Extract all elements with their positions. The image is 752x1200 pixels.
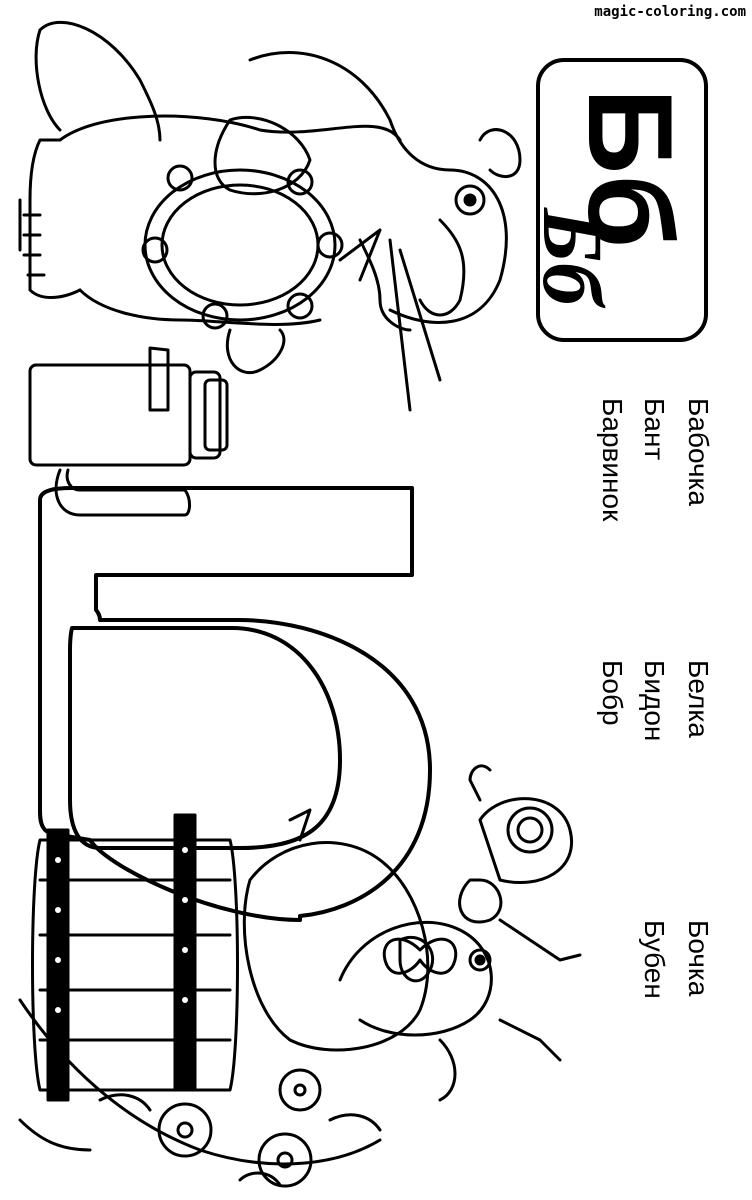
word-bant: Бант [639,398,670,461]
butterfly-icon [458,764,573,924]
word-bochka: Бочка [683,920,714,997]
tambourine-icon [141,164,344,330]
squirrel-icon [242,808,582,1102]
bow-icon [382,937,458,975]
watermark: magic-coloring.com [594,4,746,20]
badge-script-letter: Бб [525,208,621,306]
word-belka: Белка [683,660,714,738]
milk-can-icon [28,346,229,517]
periwinkle-flowers-icon [18,998,382,1188]
word-buben: Бубен [639,920,670,999]
word-bidon: Бидон [639,660,670,742]
word-babochka: Бабочка [683,398,714,506]
letter-badge-frame [536,58,708,342]
word-bobr: Бобр [597,660,628,726]
barrel-icon [31,813,239,1102]
beaver-icon [18,20,522,412]
big-letter-outline-icon [38,486,432,922]
word-barvinok: Барвинок [597,398,628,522]
